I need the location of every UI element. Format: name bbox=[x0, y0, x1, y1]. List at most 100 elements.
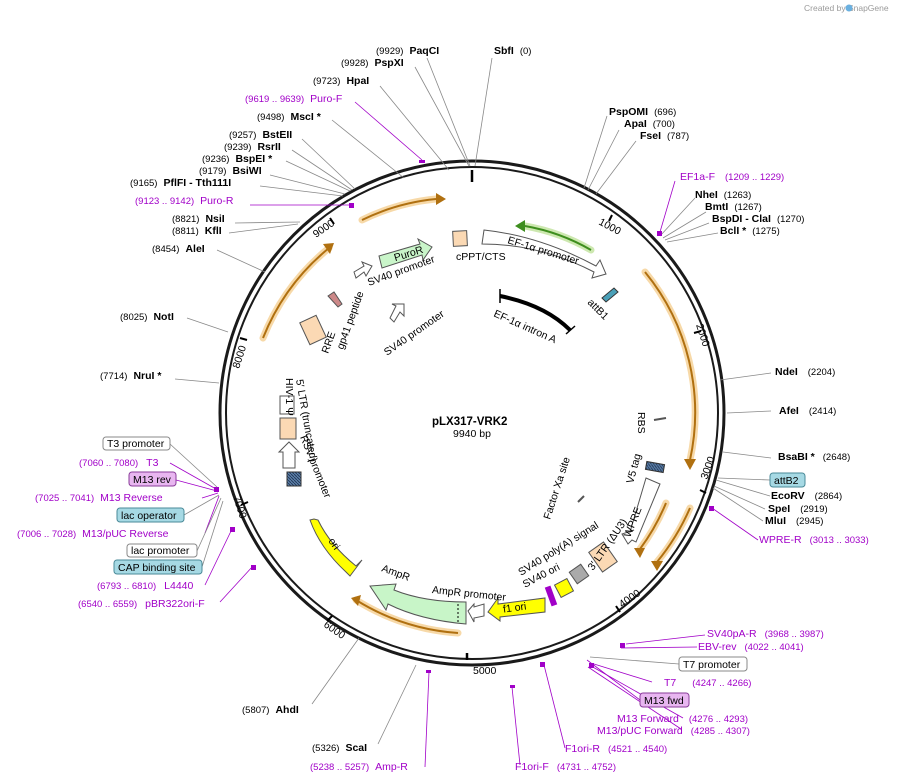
primer-label: M13 Forward(4276 .. 4293) bbox=[617, 713, 748, 725]
backbone-ring bbox=[218, 159, 726, 667]
attb2-box: attB2 bbox=[769, 472, 806, 488]
tick-label: 4000 bbox=[617, 587, 643, 610]
cap-binding-site-box: CAP binding site bbox=[113, 559, 203, 575]
svg-text:attB2: attB2 bbox=[774, 475, 799, 487]
rsv-promoter-feature: RSV promoter bbox=[277, 434, 333, 500]
feature-label: V5 tag bbox=[624, 452, 643, 485]
site-label: (9179)BsiWI bbox=[199, 165, 262, 177]
site-label: AfeI(2414) bbox=[779, 405, 836, 417]
factor-xa-feature: Factor Xa site bbox=[541, 455, 585, 521]
rre-feature: RRE bbox=[299, 314, 338, 355]
primer-label: (7025 .. 7041)M13 Reverse bbox=[35, 492, 163, 504]
wpre-feature: WPRE bbox=[621, 477, 661, 545]
tick-label: 1000 bbox=[597, 216, 623, 238]
site-label: (5807)AhdI bbox=[242, 704, 299, 716]
m13-fwd-box: M13 fwd bbox=[639, 692, 690, 708]
f1-ori-feature: f1 ori bbox=[487, 596, 546, 622]
site-label: BclI *(1275) bbox=[720, 225, 780, 237]
site-label: (8454)AleI bbox=[152, 243, 205, 255]
svg-text:lac promoter: lac promoter bbox=[131, 545, 190, 557]
site-label: (8025)NotI bbox=[120, 311, 174, 323]
primer-label: T7(4247 .. 4266) bbox=[664, 677, 751, 689]
site-label: NheI(1263) bbox=[695, 189, 751, 201]
site-label: BsaBI *(2648) bbox=[778, 451, 850, 463]
tick-label: 5000 bbox=[473, 665, 497, 677]
primers: (9619 .. 9639)Puro-F (9123 .. 9142)Puro-… bbox=[17, 93, 869, 773]
site-label: (9929)PaqCI bbox=[376, 45, 439, 57]
attb1-feature: attB1 bbox=[585, 287, 619, 323]
primer-label: (5238 .. 5257)Amp-R bbox=[310, 761, 408, 773]
orf-arrowheads bbox=[323, 193, 696, 606]
site-label: (9723)HpaI bbox=[313, 75, 369, 87]
site-label: (9928)PspXI bbox=[341, 57, 404, 69]
site-leader-lines bbox=[174, 57, 772, 745]
site-label: BspDI - ClaI(1270) bbox=[712, 213, 804, 225]
site-label: SpeI(2919) bbox=[768, 503, 828, 515]
primer-marks bbox=[214, 160, 714, 688]
t3-promoter-box: T3 promoter bbox=[102, 436, 171, 451]
primer-label: (9123 .. 9142)Puro-R bbox=[135, 195, 234, 207]
feature-label: ori bbox=[326, 536, 343, 552]
primer-label: F1ori-R(4521 .. 4540) bbox=[565, 743, 667, 755]
lac-promoter-box: lac promoter bbox=[126, 543, 198, 558]
feature-label: Factor Xa site bbox=[541, 455, 572, 520]
primer-label: EF1a-F(1209 .. 1229) bbox=[680, 171, 784, 183]
site-label: (8811)KflI bbox=[172, 225, 222, 237]
sv40-polya-feature: SV40 poly(A) signal bbox=[516, 519, 601, 585]
primer-label: (6540 .. 6559)pBR322ori-F bbox=[78, 598, 205, 610]
primer-label: M13/pUC Forward(4285 .. 4307) bbox=[597, 725, 750, 737]
feature-label: cPPT/CTS bbox=[456, 251, 506, 263]
primer-label: (6793 .. 6810)L4440 bbox=[97, 580, 194, 592]
svg-text:lac operator: lac operator bbox=[121, 510, 177, 522]
primer-label: F1ori-F(4731 .. 4752) bbox=[515, 761, 616, 773]
v5-tag-feature: V5 tag bbox=[624, 452, 666, 485]
rbs-feature: RBS bbox=[635, 412, 667, 434]
feature-label: AmpR bbox=[380, 563, 412, 584]
site-label: (9257)BstEII bbox=[229, 129, 292, 141]
feature-label: RBS bbox=[635, 412, 647, 434]
site-label: BmtI(1267) bbox=[705, 201, 762, 213]
lac-operator-box: lac operator bbox=[116, 507, 185, 523]
ef1a-intron-feature: EF-1α intron A bbox=[492, 289, 576, 346]
site-label: (9498)MscI * bbox=[257, 111, 322, 123]
primer-label: (9619 .. 9639)Puro-F bbox=[245, 93, 342, 105]
sv40-promoter-2-feature: SV40 promoter bbox=[382, 303, 447, 358]
site-label: PspOMI(696) bbox=[609, 106, 676, 118]
primer-label: EBV-rev(4022 .. 4041) bbox=[698, 641, 804, 653]
feature-label: gp41 peptide bbox=[335, 290, 367, 351]
boxed-labels: T3 promoter M13 rev lac operator lac pro… bbox=[102, 436, 806, 708]
site-label: ApaI(700) bbox=[624, 118, 675, 130]
hatched-marker-left bbox=[286, 471, 302, 487]
primer-leader-lines bbox=[169, 101, 759, 768]
restriction-sites: (9929)PaqCI (9928)PspXI SbfI(0) (9723)Hp… bbox=[100, 45, 850, 754]
t7-promoter-box: T7 promoter bbox=[678, 656, 748, 672]
svg-text:M13 fwd: M13 fwd bbox=[644, 695, 684, 707]
primer-label: (7006 .. 7028)M13/pUC Reverse bbox=[17, 528, 169, 540]
svg-text:CAP binding site: CAP binding site bbox=[118, 562, 196, 574]
primer-label: WPRE-R(3013 .. 3033) bbox=[759, 534, 869, 546]
site-label: MluI(2945) bbox=[765, 515, 823, 527]
svg-text:T3 promoter: T3 promoter bbox=[107, 438, 165, 450]
site-label: (9239)RsrII bbox=[224, 141, 281, 153]
purple-marker bbox=[544, 585, 558, 607]
site-label: (8821)NsiI bbox=[172, 213, 225, 225]
primer-label: (7060 .. 7080)T3 bbox=[79, 457, 159, 469]
hiv1-psi-feature: HIV-1 Ψ bbox=[279, 378, 295, 416]
plasmid-name: pLX317-VRK2 bbox=[432, 416, 507, 428]
ori-feature: ori bbox=[309, 518, 363, 577]
cppt-cts-feature: cPPT/CTS bbox=[452, 230, 506, 263]
site-label: (9236)BspEI * bbox=[202, 153, 273, 165]
scale-ticks bbox=[239, 170, 707, 660]
site-label: FseI(787) bbox=[640, 130, 689, 142]
primer-label: SV40pA-R(3968 .. 3987) bbox=[707, 628, 824, 640]
svg-text:M13 rev: M13 rev bbox=[133, 474, 172, 486]
site-label: (5326)ScaI bbox=[312, 742, 367, 754]
feature-label: f1 ori bbox=[502, 600, 527, 615]
site-label: NdeI(2204) bbox=[775, 366, 835, 378]
feature-label: HIV-1 Ψ bbox=[283, 378, 295, 416]
site-label: SbfI(0) bbox=[494, 45, 531, 57]
site-label: (9165)PflFI - Tth111I bbox=[130, 177, 231, 189]
m13-rev-box: M13 rev bbox=[128, 471, 177, 487]
site-label: (7714)NruI * bbox=[100, 370, 162, 382]
tick-label: 8000 bbox=[230, 344, 249, 370]
